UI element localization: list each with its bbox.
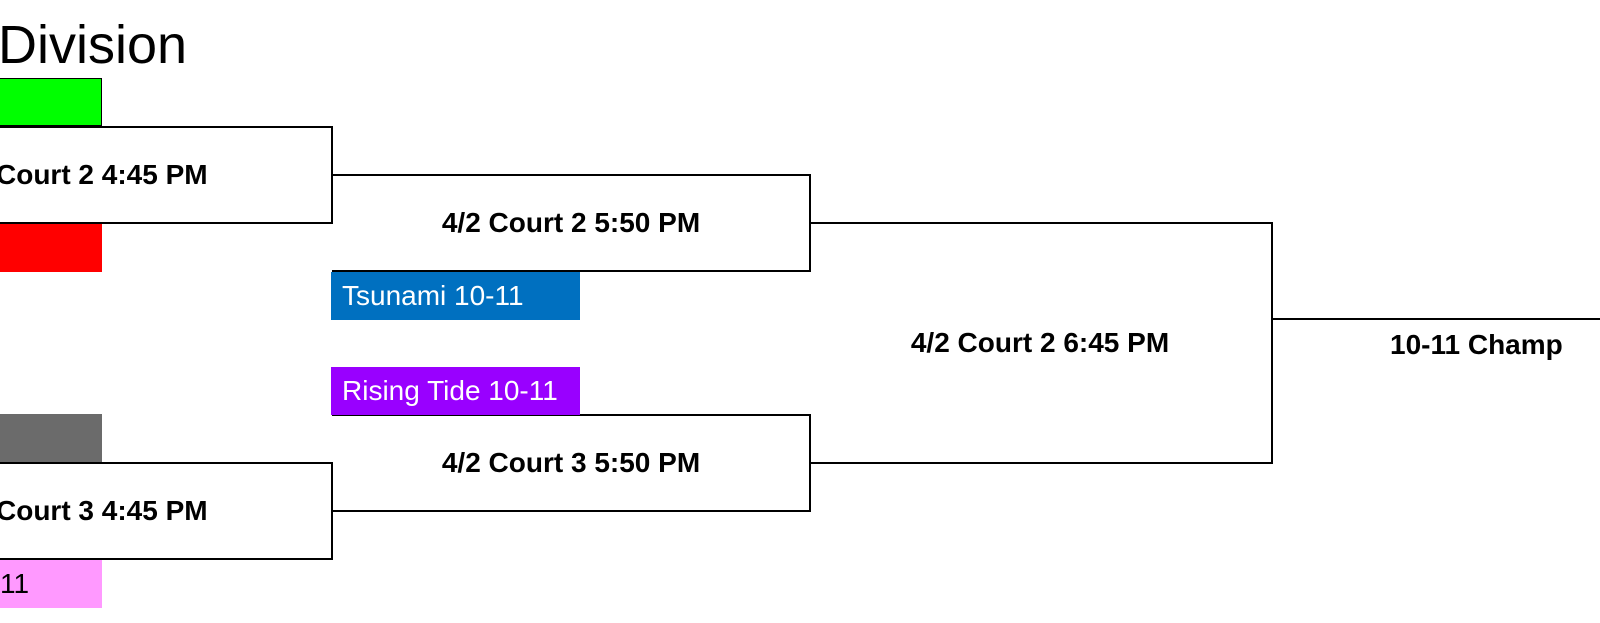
team-rising-tide: Rising Tide 10-11 bbox=[331, 367, 580, 415]
team-tsunami: Tsunami 10-11 bbox=[331, 272, 580, 320]
team-slot-gray bbox=[0, 414, 102, 462]
team-slot-pink-label: 11 bbox=[0, 568, 30, 599]
team-slot-green bbox=[0, 78, 102, 126]
team-rising-tide-label: Rising Tide 10-11 bbox=[342, 375, 558, 406]
team-slot-red bbox=[0, 224, 102, 272]
team-slot-pink: 11 bbox=[0, 560, 102, 608]
team-tsunami-label: Tsunami 10-11 bbox=[342, 280, 524, 311]
final-connector bbox=[810, 222, 1273, 464]
match-semi-bottom: 4/2 Court 3 5:50 PM bbox=[441, 447, 701, 478]
match-r1-bottom: Court 3 4:45 PM bbox=[0, 495, 208, 526]
match-semi-top: 4/2 Court 2 5:50 PM bbox=[441, 207, 701, 238]
match-champion: 10-11 Champ bbox=[1390, 329, 1563, 360]
bracket-title: Division bbox=[0, 15, 188, 75]
match-r1-top: Court 2 4:45 PM bbox=[0, 159, 208, 190]
match-final: 4/2 Court 2 6:45 PM bbox=[910, 327, 1170, 358]
